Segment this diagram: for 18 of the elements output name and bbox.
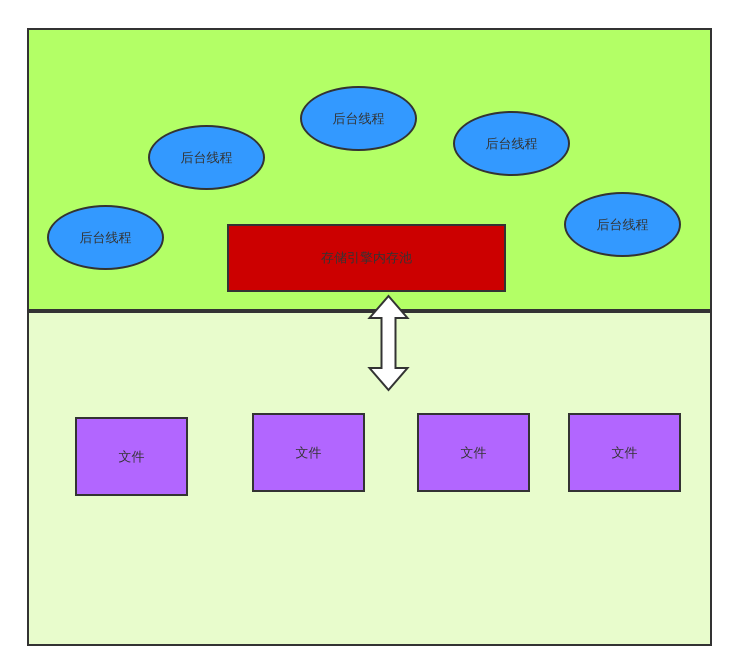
file-box bbox=[417, 413, 530, 492]
node-label: 后台线程 bbox=[332, 110, 384, 128]
disk-area bbox=[27, 311, 712, 646]
file-box bbox=[75, 417, 188, 496]
node-label: 文件 bbox=[612, 444, 638, 462]
node-label: 后台线程 bbox=[180, 148, 232, 167]
file-box bbox=[252, 413, 365, 492]
node-label: 后台线程 bbox=[486, 134, 538, 153]
node-label: 存储引擎内存池 bbox=[321, 249, 412, 268]
double-arrow bbox=[367, 294, 410, 392]
node-label: 后台线程 bbox=[80, 228, 132, 247]
file-box bbox=[568, 413, 681, 492]
node-label: 文件 bbox=[296, 444, 322, 462]
node-label: 后台线程 bbox=[596, 216, 648, 234]
node-label: 文件 bbox=[460, 444, 486, 462]
memory-area bbox=[27, 28, 712, 311]
node-label: 文件 bbox=[118, 448, 144, 466]
memory-pool-box bbox=[227, 224, 506, 292]
